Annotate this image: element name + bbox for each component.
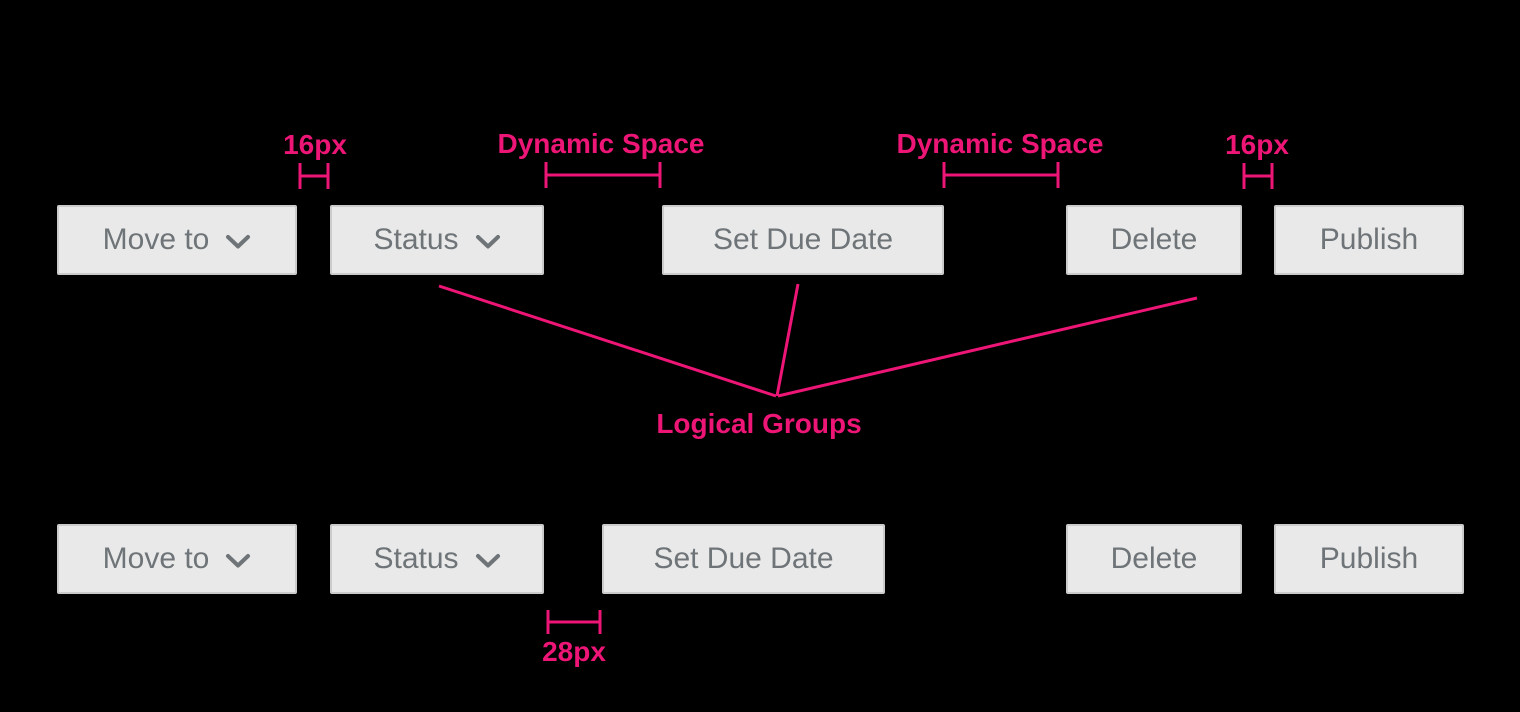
- set-due-date-button[interactable]: Set Due Date: [602, 524, 885, 594]
- chevron-down-icon: [225, 234, 251, 250]
- chevron-down-icon: [475, 234, 501, 250]
- move-to-button[interactable]: Move to: [57, 205, 297, 275]
- set-due-date-button-label: Set Due Date: [653, 542, 834, 575]
- spacing-label-28px: 28px: [542, 636, 606, 667]
- measurement-bracket-dynamic-left: [544, 162, 662, 188]
- measurement-bracket-16px-left: [298, 163, 330, 189]
- move-to-button[interactable]: Move to: [57, 524, 297, 594]
- measurement-bracket-dynamic-right: [942, 162, 1060, 188]
- publish-button[interactable]: Publish: [1274, 524, 1464, 594]
- delete-button[interactable]: Delete: [1066, 205, 1242, 275]
- publish-button-label: Publish: [1319, 542, 1419, 575]
- publish-button[interactable]: Publish: [1274, 205, 1464, 275]
- delete-button[interactable]: Delete: [1066, 524, 1242, 594]
- delete-button-label: Delete: [1110, 542, 1198, 575]
- leader-line-status: [438, 284, 777, 398]
- move-to-button-label: Move to: [102, 223, 210, 256]
- dynamic-space-label-left: Dynamic Space: [497, 128, 705, 159]
- set-due-date-button[interactable]: Set Due Date: [662, 205, 944, 275]
- dynamic-space-label-right: Dynamic Space: [896, 128, 1104, 159]
- set-due-date-button-label: Set Due Date: [712, 223, 894, 256]
- measurement-bracket-16px-right: [1242, 163, 1274, 189]
- chevron-down-icon: [475, 553, 501, 569]
- spacing-label-16px-left: 16px: [283, 129, 347, 160]
- status-button[interactable]: Status: [330, 524, 544, 594]
- status-button-label: Status: [373, 223, 459, 256]
- logical-groups-label: Logical Groups: [656, 408, 862, 439]
- spacing-label-16px-right: 16px: [1225, 129, 1289, 160]
- measurement-bracket-28px: [546, 610, 602, 634]
- status-button-label: Status: [373, 542, 459, 575]
- leader-line-delete: [777, 296, 1198, 398]
- publish-button-label: Publish: [1319, 223, 1419, 256]
- move-to-button-label: Move to: [102, 542, 210, 575]
- delete-button-label: Delete: [1110, 223, 1198, 256]
- chevron-down-icon: [225, 553, 251, 569]
- status-button[interactable]: Status: [330, 205, 544, 275]
- leader-line-set-due-date: [775, 283, 800, 397]
